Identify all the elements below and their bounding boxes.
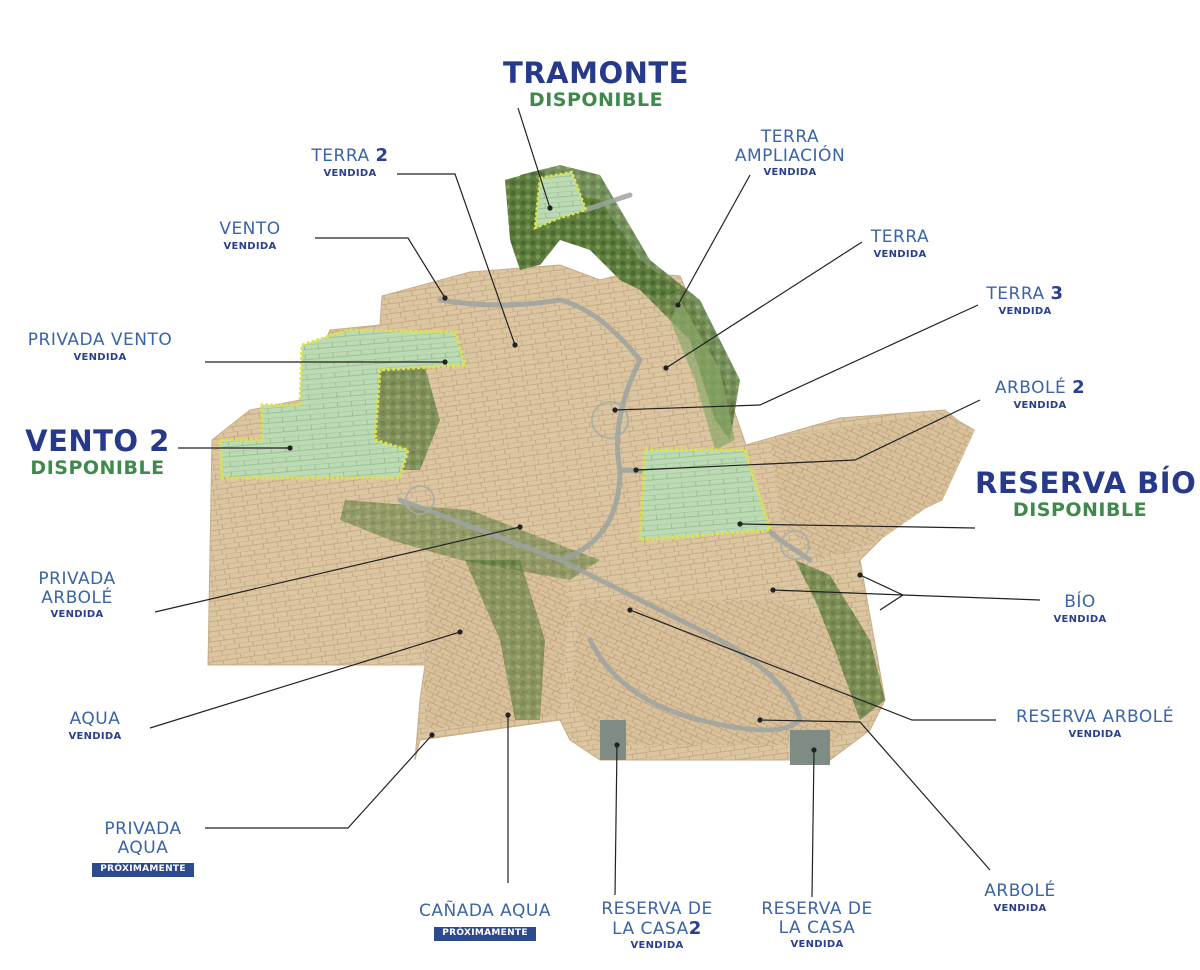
label-terra-status: VENDIDA	[873, 248, 927, 260]
label-terra-ampliacion-status: VENDIDA	[763, 167, 817, 179]
label-reserva-casa2-l2: LA CASA	[612, 918, 689, 939]
label-vento[interactable]: VENTO VENDIDA	[200, 220, 300, 252]
label-bio[interactable]: BÍO VENDIDA	[1030, 593, 1130, 625]
reserva-casa-parcels	[600, 720, 830, 765]
label-reserva-arbole-status: VENDIDA	[1068, 728, 1122, 740]
label-terra3-status: VENDIDA	[998, 305, 1052, 317]
label-reserva-casa2-l1: RESERVA DE	[601, 899, 713, 919]
label-arbole2-status: VENDIDA	[1013, 399, 1067, 411]
label-terra-ampliacion-l2: AMPLIACIÓN	[734, 145, 846, 166]
label-terra2-num: 2	[375, 145, 389, 166]
label-tramonte-status: DISPONIBLE	[528, 88, 664, 111]
label-reserva-arbole[interactable]: RESERVA ARBOLÉ VENDIDA	[1000, 708, 1190, 740]
label-aqua[interactable]: AQUA VENDIDA	[45, 710, 145, 742]
label-terra3[interactable]: TERRA 3 VENDIDA	[970, 284, 1080, 317]
label-vento2[interactable]: VENTO 2 DISPONIBLE	[20, 424, 175, 479]
label-reserva-casa-l2: LA CASA	[778, 917, 856, 938]
label-arbole2-name: ARBOLÉ	[994, 378, 1067, 398]
label-reserva-casa2-status: VENDIDA	[630, 940, 684, 952]
vento2-parcel	[218, 328, 467, 480]
label-tramonte-name: TRAMONTE	[503, 56, 689, 90]
label-terra2-name: TERRA	[311, 146, 370, 166]
label-reserva-casa-l1: RESERVA DE	[761, 899, 873, 919]
label-privada-aqua-status: PRÓXIMAMENTE	[92, 863, 194, 878]
label-vento-name: VENTO	[219, 219, 281, 239]
label-terra2-status: VENDIDA	[323, 167, 377, 179]
label-vento2-name: VENTO 2	[25, 424, 170, 458]
label-tramonte[interactable]: TRAMONTE DISPONIBLE	[500, 56, 692, 111]
label-terra2[interactable]: TERRA 2 VENDIDA	[295, 146, 405, 179]
label-terra-name: TERRA	[870, 227, 930, 247]
label-arbole2[interactable]: ARBOLÉ 2 VENDIDA	[985, 378, 1095, 411]
label-privada-arbole[interactable]: PRIVADA ARBOLÉ VENDIDA	[22, 569, 132, 621]
label-arbole[interactable]: ARBOLÉ VENDIDA	[970, 882, 1070, 914]
leader-lines	[149, 107, 1041, 898]
label-reserva-bio-name: RESERVA BÍO	[975, 466, 1197, 500]
available-parcels	[218, 170, 772, 542]
label-reserva-casa-status: VENDIDA	[790, 939, 844, 951]
label-reserva-arbole-name: RESERVA ARBOLÉ	[1016, 707, 1174, 727]
label-vento-status: VENDIDA	[223, 240, 277, 252]
label-vento2-status: DISPONIBLE	[30, 456, 165, 479]
label-terra[interactable]: TERRA VENDIDA	[850, 228, 950, 260]
label-canada-aqua-name: CAÑADA AQUA	[419, 901, 551, 921]
label-aqua-status: VENDIDA	[68, 730, 122, 742]
reserva-bio-parcel	[638, 448, 772, 542]
label-privada-arbole-l2: ARBOLÉ	[41, 587, 113, 608]
label-reserva-bio[interactable]: RESERVA BÍO DISPONIBLE	[975, 466, 1197, 521]
label-reserva-bio-status: DISPONIBLE	[1012, 498, 1148, 521]
label-privada-arbole-status: VENDIDA	[50, 609, 104, 621]
label-reserva-casa[interactable]: RESERVA DE LA CASA VENDIDA	[752, 899, 882, 951]
label-arbole2-num: 2	[1072, 377, 1086, 398]
label-arbole-status: VENDIDA	[993, 902, 1047, 914]
label-terra3-num: 3	[1050, 283, 1064, 304]
label-privada-aqua-l2: AQUA	[117, 837, 169, 858]
label-bio-name: BÍO	[1064, 592, 1096, 612]
label-terra-ampliacion[interactable]: TERRA AMPLIACIÓN VENDIDA	[730, 127, 850, 179]
label-privada-aqua-l1: PRIVADA	[104, 819, 182, 839]
tramonte-parcel	[533, 170, 588, 230]
label-privada-vento-name: PRIVADA VENTO	[27, 330, 173, 350]
label-bio-status: VENDIDA	[1053, 613, 1107, 625]
label-reserva-casa2[interactable]: RESERVA DE LA CASA2 VENDIDA	[592, 899, 722, 952]
label-terra3-name: TERRA	[986, 284, 1045, 304]
label-privada-aqua[interactable]: PRIVADA AQUA PRÓXIMAMENTE	[88, 819, 198, 878]
label-canada-aqua[interactable]: CAÑADA AQUA PRÓXIMAMENTE	[400, 902, 570, 941]
label-privada-vento[interactable]: PRIVADA VENTO VENDIDA	[10, 331, 190, 363]
label-aqua-name: AQUA	[69, 709, 121, 729]
label-terra-ampliacion-l1: TERRA	[760, 127, 820, 147]
label-arbole-name: ARBOLÉ	[984, 881, 1056, 901]
label-privada-vento-status: VENDIDA	[73, 351, 127, 363]
label-canada-aqua-status: PRÓXIMAMENTE	[434, 926, 536, 941]
label-privada-arbole-l1: PRIVADA	[38, 569, 116, 589]
label-reserva-casa2-num: 2	[688, 917, 702, 939]
